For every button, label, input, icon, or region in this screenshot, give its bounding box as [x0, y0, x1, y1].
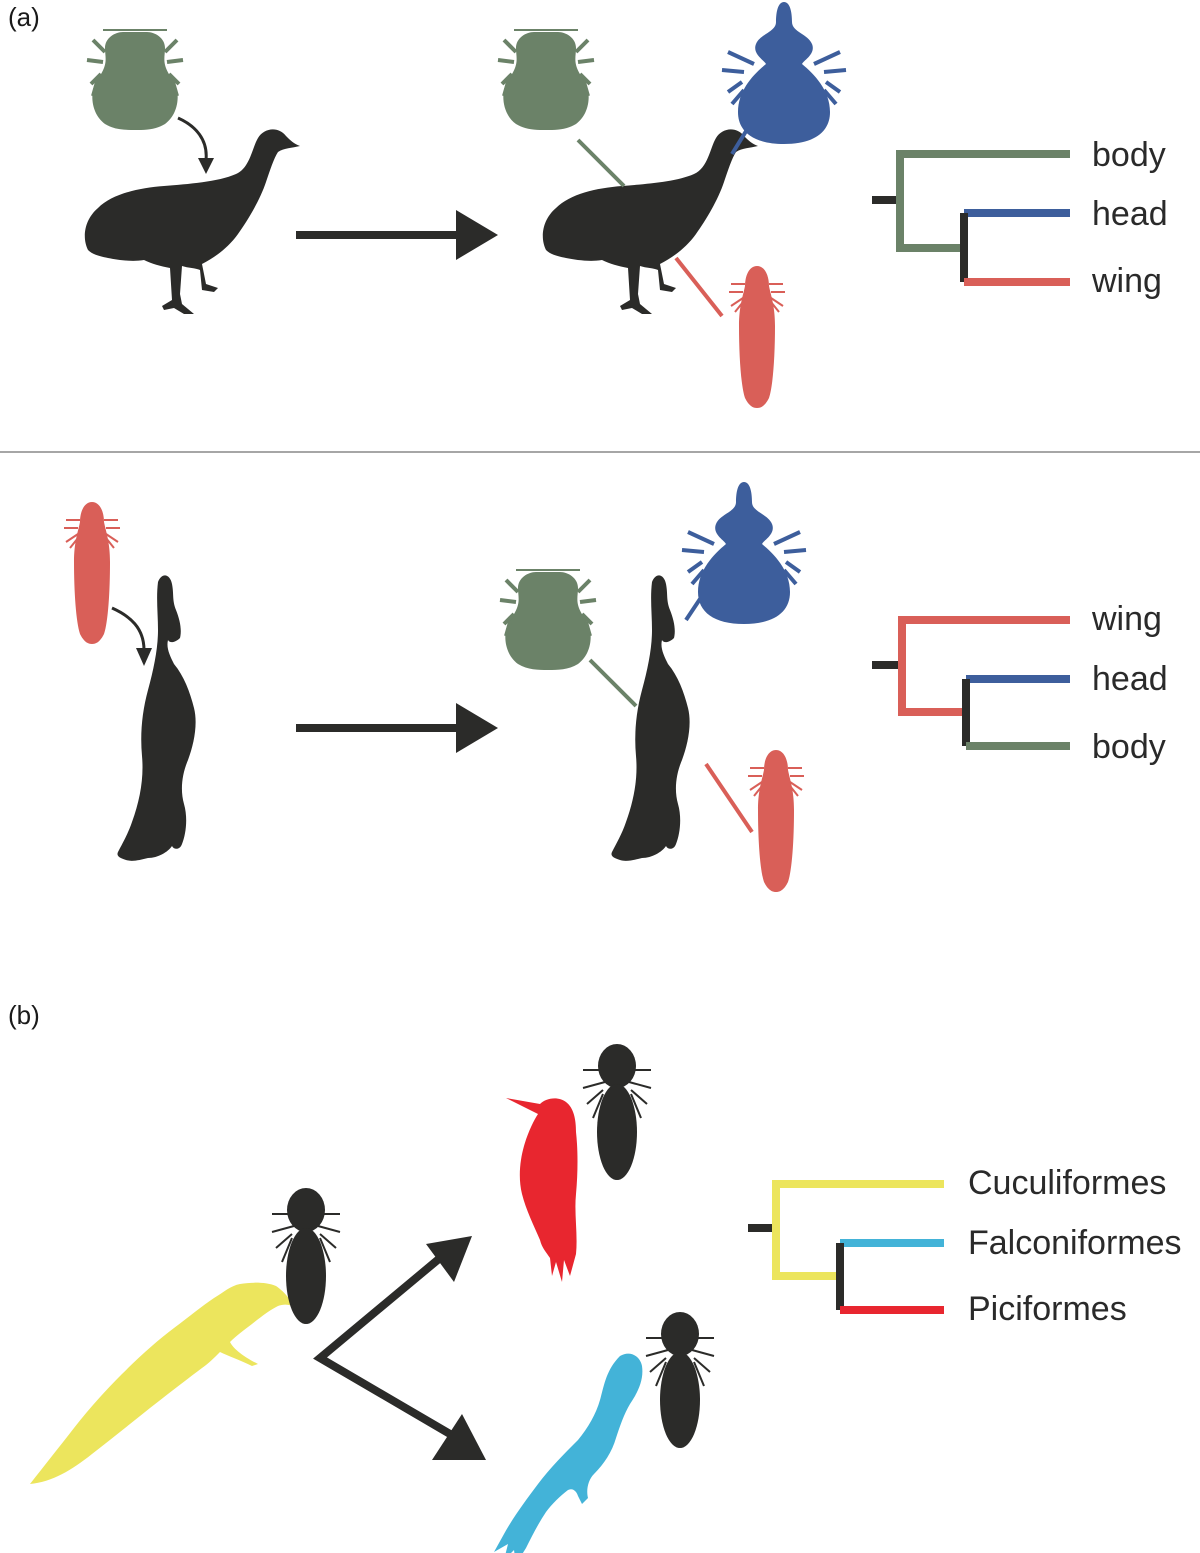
panel-label-b: (b) [8, 1000, 40, 1030]
parrot-icon [494, 1353, 643, 1553]
tree-tip-label: head [1092, 660, 1168, 698]
louse-icon [645, 1312, 715, 1448]
phylogeny-b [748, 1180, 944, 1314]
wing-louse-icon [64, 502, 120, 644]
tree-tip-label: Piciformes [968, 1290, 1127, 1328]
wing-connector [704, 762, 754, 834]
transfer-arrow [111, 606, 146, 651]
main-arrow [296, 210, 498, 260]
tree-tip-label: body [1092, 136, 1166, 174]
main-arrow [296, 703, 498, 753]
ground-bird-icon [84, 129, 300, 314]
tree-tip-label: Falconiformes [968, 1224, 1182, 1262]
cuckoo-icon [30, 1282, 296, 1484]
tree-tip-label: wing [1091, 600, 1162, 638]
body-louse-icon [497, 29, 595, 130]
split-arrow [313, 1236, 486, 1460]
transfer-arrow [177, 116, 208, 161]
wing-louse-icon [729, 266, 785, 408]
louse-icon [582, 1044, 652, 1180]
body-connector [576, 138, 626, 188]
wing-louse-icon [748, 750, 804, 892]
louse-icon [271, 1188, 341, 1324]
head-connector [730, 126, 750, 156]
body-louse-icon [499, 569, 597, 670]
transfer-arrowhead [198, 158, 214, 174]
tree-tip-label: Cuculiformes [968, 1164, 1166, 1202]
panel-label-a: (a) [8, 2, 40, 32]
phylogeny-top [872, 150, 1070, 286]
phylogeny-bottom [872, 616, 1070, 750]
upright-bird-icon [611, 575, 690, 861]
head-louse-icon [721, 2, 847, 144]
wing-connector [674, 256, 724, 318]
woodpecker-icon [506, 1098, 578, 1282]
head-louse-icon [681, 482, 807, 624]
ground-bird-icon [542, 129, 758, 314]
body-connector [588, 658, 638, 708]
tree-tip-label: head [1092, 195, 1168, 233]
body-louse-icon [86, 29, 184, 130]
transfer-arrowhead [136, 648, 152, 666]
tree-tip-label: body [1092, 728, 1166, 766]
tree-tip-label: wing [1091, 262, 1162, 300]
